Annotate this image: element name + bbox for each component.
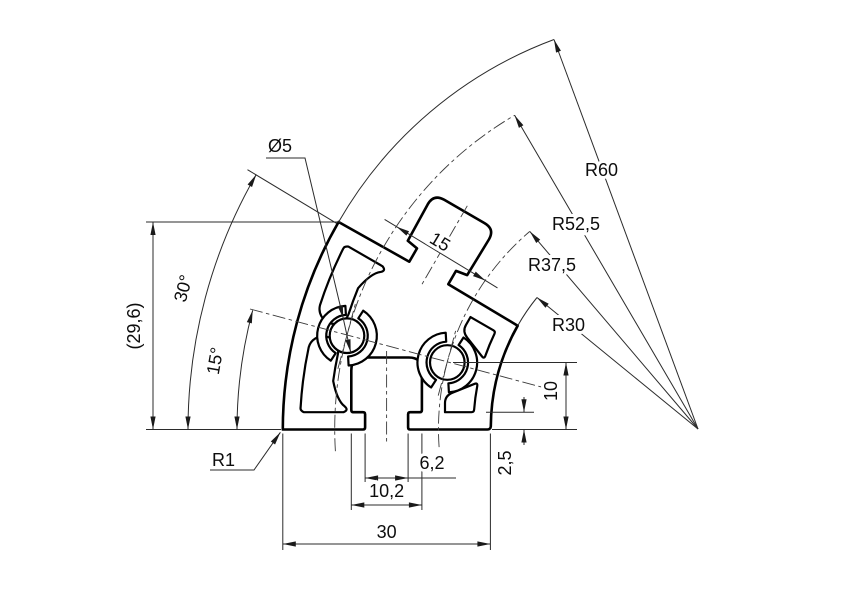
leader-fillet <box>210 432 281 471</box>
profile-body <box>281 196 519 431</box>
relief-slot <box>347 309 378 367</box>
relief-slot <box>416 331 448 389</box>
inner-arc-extension <box>517 297 538 326</box>
dim-angle30-label: 30° <box>170 273 196 304</box>
dim-angle15-label: 15° <box>203 346 227 376</box>
bisector-centerline <box>249 308 546 389</box>
relief-slot <box>447 336 479 394</box>
dim-angle-15 <box>234 310 254 430</box>
dim-r30-label: R30 <box>552 315 585 335</box>
extension-lines <box>146 39 577 550</box>
dim-r60-label: R60 <box>585 160 618 180</box>
bore-track-arc-inner <box>438 231 531 448</box>
dim-r52-line <box>514 115 699 430</box>
screw-boss-outer <box>316 304 378 367</box>
dim-boss-height-label: 10 <box>541 381 561 401</box>
dim-slot-neck-label: 6,2 <box>419 453 444 473</box>
dim-slot-cavity-label: 10,2 <box>369 481 404 501</box>
boss-centerline <box>437 327 457 396</box>
leader-core-bore <box>266 157 344 319</box>
dim-bore-spacing <box>396 226 486 282</box>
dim-r60-line <box>553 39 699 430</box>
screw-boss-inner <box>416 331 479 394</box>
dim-width-label: 30 <box>377 522 397 542</box>
dim-height-label: (29,6) <box>124 302 144 349</box>
dim-r52-label: R52,5 <box>552 214 600 234</box>
dim-angle-30 <box>185 174 257 430</box>
dim-r30-line <box>536 297 699 430</box>
dim-core-bore-label: Ø5 <box>268 136 292 156</box>
chamber-inner-lower <box>443 382 479 414</box>
chamber-inner-upper <box>463 315 496 359</box>
relief-slot <box>316 304 347 362</box>
bore-track-arc-outer <box>334 114 515 452</box>
dimension-lines <box>150 39 699 547</box>
dim-r37-label: R37,5 <box>528 255 576 275</box>
dim-fillet-label: R1 <box>212 450 235 470</box>
outer-arc-extension <box>338 39 555 223</box>
dim-r37-line <box>529 231 699 430</box>
cavity-outer-upper <box>318 245 386 326</box>
dim-wall-label: 2,5 <box>495 450 515 475</box>
